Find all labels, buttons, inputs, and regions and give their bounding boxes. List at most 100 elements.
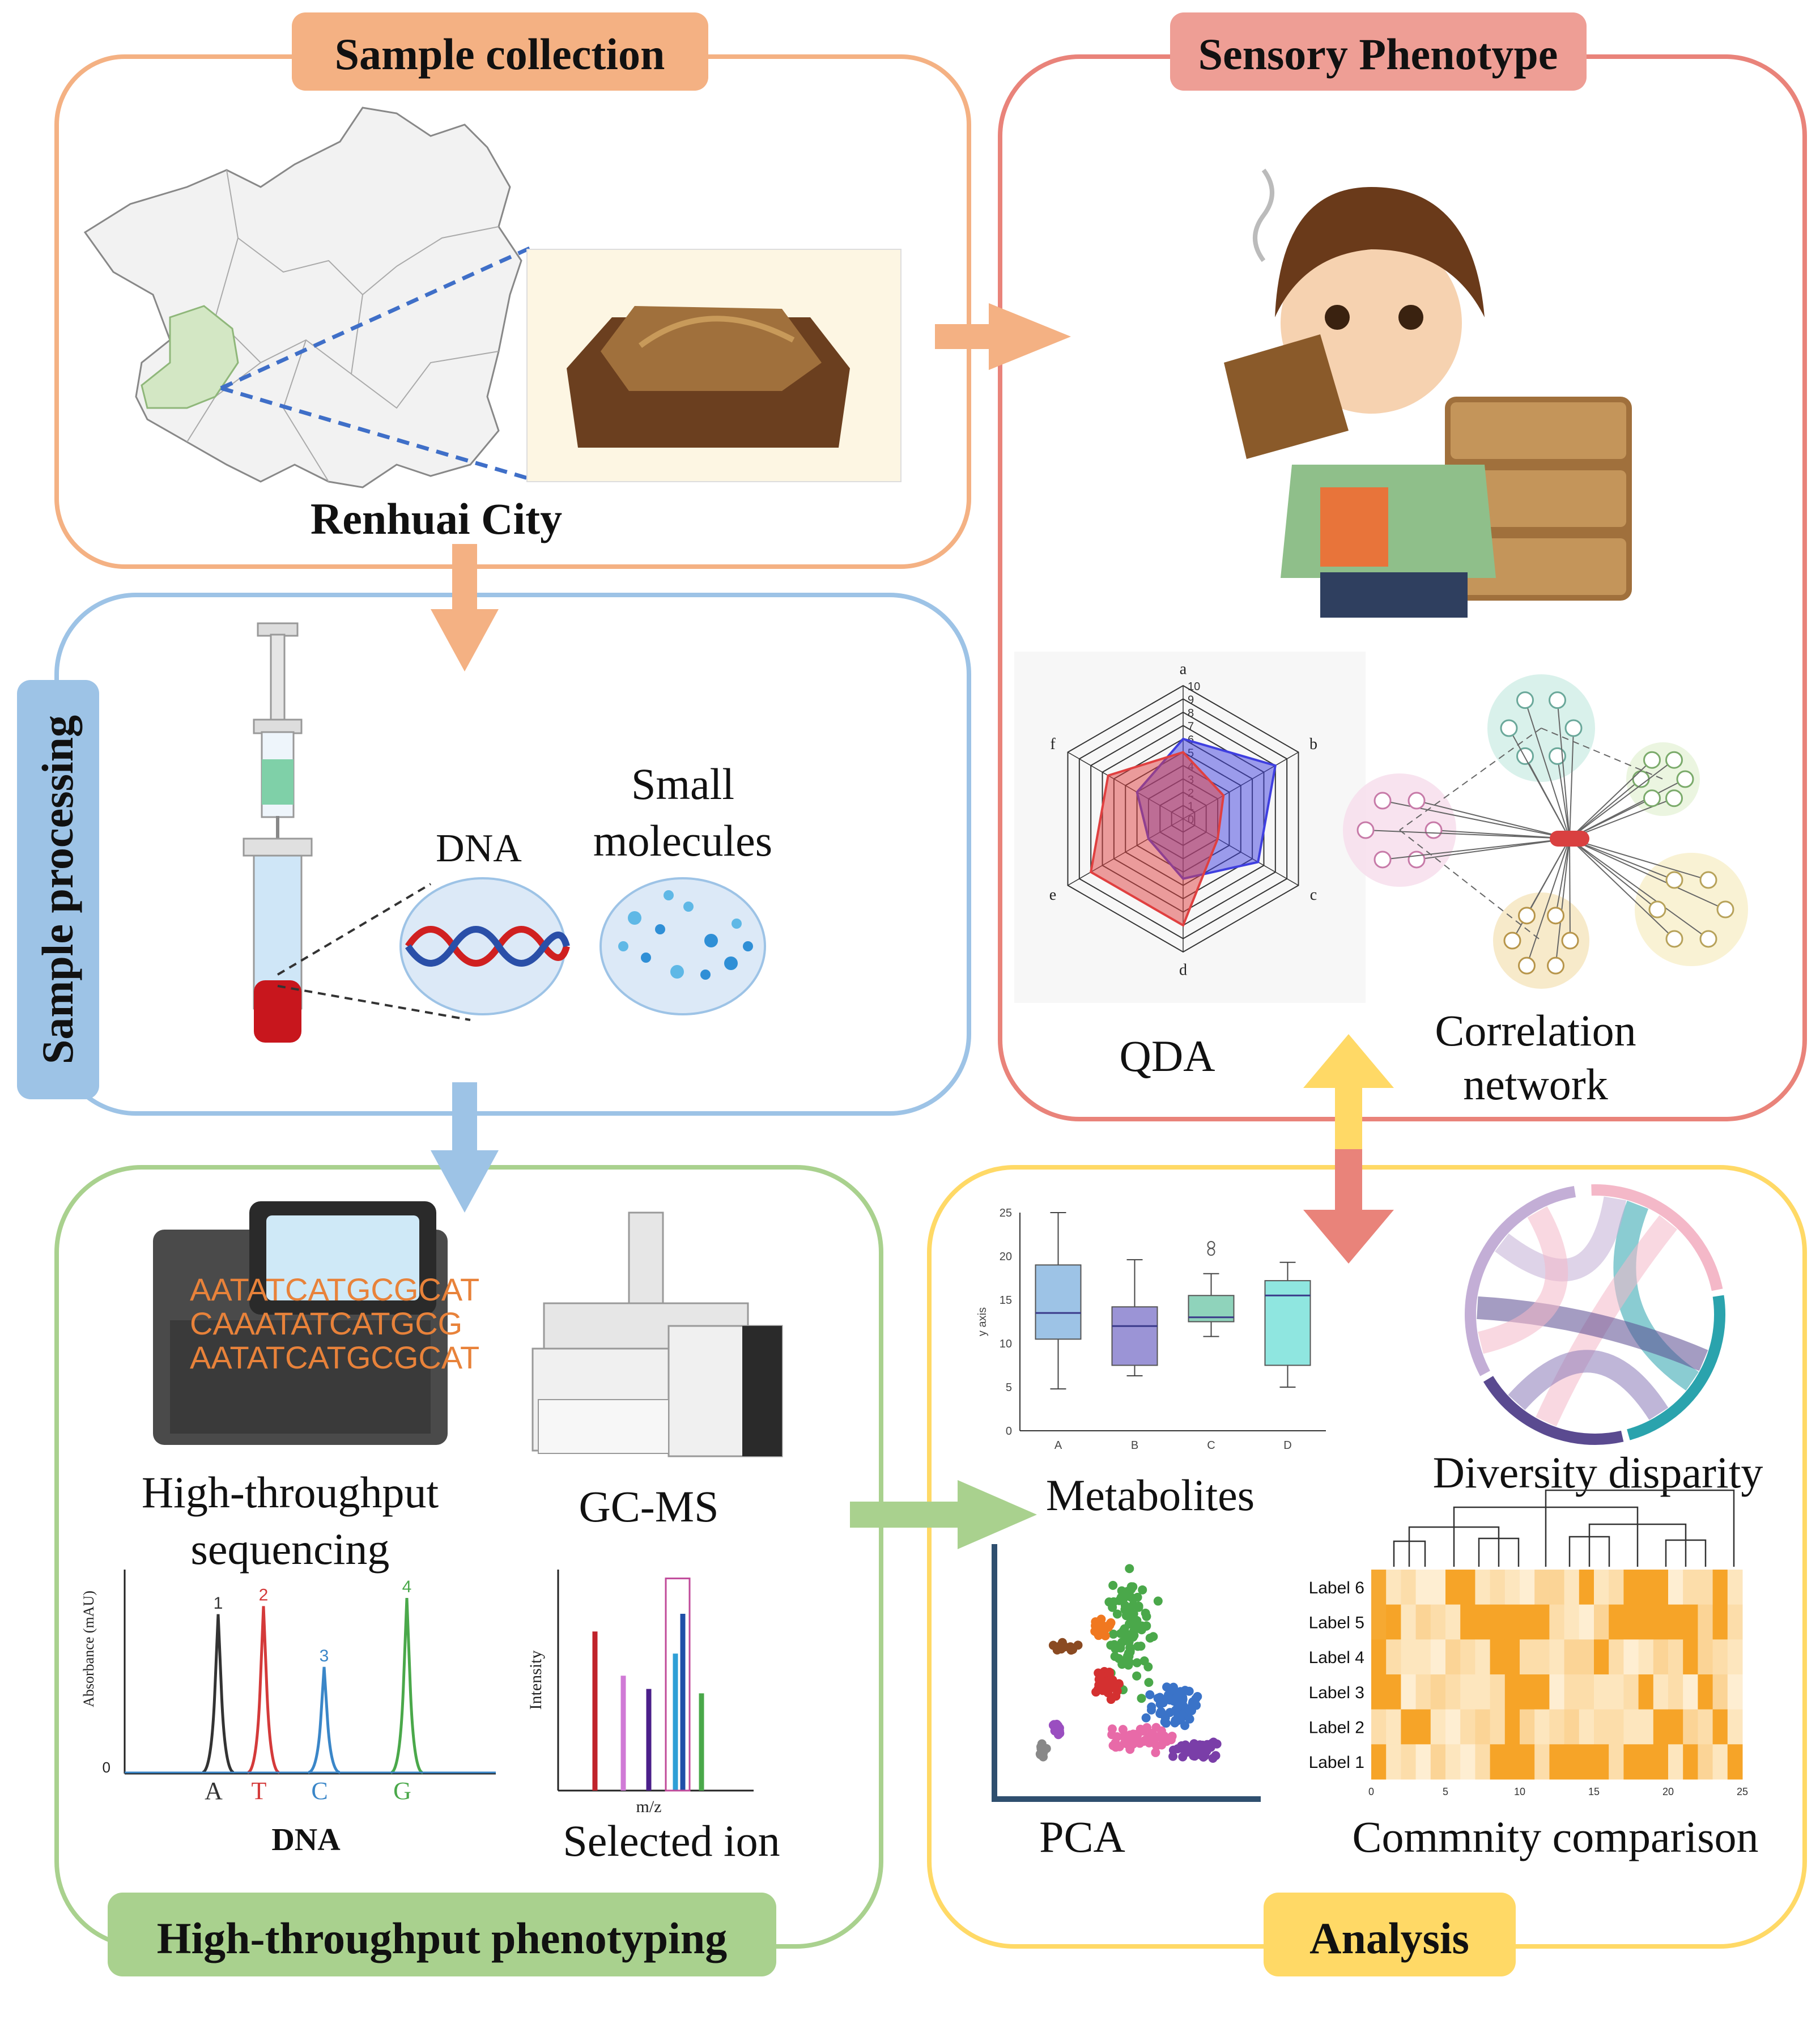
- heatmap-cell: [1430, 1674, 1446, 1710]
- heatmap-cell: [1549, 1604, 1565, 1640]
- gcms-instrument-illustration: [531, 1211, 783, 1457]
- chromatogram-base-label: T: [252, 1777, 267, 1805]
- heatmap-cell: [1727, 1744, 1743, 1780]
- sequencing-label-line1: High-throughput: [142, 1468, 439, 1517]
- heatmap-cell: [1520, 1674, 1535, 1710]
- network-node: [1373, 851, 1392, 869]
- heatmap-cell: [1520, 1744, 1535, 1780]
- chord-ribbon: [1495, 1196, 1627, 1282]
- pca-point: [1125, 1564, 1134, 1574]
- heatmap-cell: [1698, 1639, 1713, 1675]
- heatmap-cell: [1683, 1709, 1698, 1745]
- heatmap-cell: [1698, 1709, 1713, 1745]
- network-edge: [1524, 700, 1570, 839]
- pca-point: [1133, 1592, 1142, 1602]
- chord-ribbon: [1508, 1350, 1669, 1420]
- heatmap-cell: [1712, 1570, 1728, 1605]
- heatmap-cell: [1445, 1709, 1461, 1745]
- heatmap-cell: [1386, 1709, 1401, 1745]
- heatmap-cell: [1564, 1674, 1580, 1710]
- pca-point: [1112, 1732, 1122, 1742]
- guizhou-map: [83, 107, 522, 488]
- heatmap-cell: [1579, 1709, 1594, 1745]
- network-edge: [1569, 838, 1709, 939]
- heatmap-cell: [1668, 1744, 1683, 1780]
- qda-label: QDA: [1120, 1031, 1215, 1081]
- heatmap-cell: [1386, 1570, 1401, 1605]
- heatmap-cell: [1638, 1639, 1654, 1675]
- pca-scatter: [992, 1544, 1261, 1802]
- sensory-title-badge: [1170, 12, 1587, 91]
- heatmap-cell: [1534, 1709, 1550, 1745]
- ion-chart-label: Selected ion: [563, 1816, 780, 1865]
- heatmap-cell: [1638, 1674, 1654, 1710]
- heatmap-dendrogram-branch: [1545, 1489, 1735, 1567]
- radar-axis-label: c: [1310, 886, 1317, 904]
- htp-title: High-throughput phenotyping: [157, 1914, 727, 1963]
- sequence-line-2: CAAATATCATGCG: [190, 1306, 462, 1341]
- heatmap-cell: [1504, 1604, 1520, 1640]
- heatmap-cell: [1490, 1744, 1506, 1780]
- chromatogram-peak-number: 1: [214, 1594, 223, 1613]
- pca-point: [1129, 1600, 1138, 1610]
- radar-axis-label: b: [1309, 735, 1317, 753]
- pca-point: [1132, 1658, 1142, 1668]
- pca-point: [1184, 1686, 1194, 1696]
- heatmap-x-tick: 5: [1443, 1786, 1448, 1797]
- chromatogram-x-label: DNA: [271, 1822, 341, 1857]
- pca-point: [1106, 1640, 1116, 1650]
- pca-point: [1104, 1668, 1114, 1677]
- network-hub-node: [1550, 831, 1589, 847]
- heatmap-cell: [1623, 1604, 1639, 1640]
- pca-point: [1120, 1605, 1130, 1614]
- heatmap-cell: [1504, 1639, 1520, 1675]
- heatmap-cell: [1520, 1604, 1535, 1640]
- network-edge: [1569, 779, 1642, 839]
- heatmap-row-label: Label 2: [1309, 1719, 1364, 1737]
- network-edge: [1569, 838, 1658, 910]
- molecule-dot: [655, 924, 665, 934]
- heatmap-cell: [1594, 1639, 1609, 1675]
- heatmap-cell: [1638, 1709, 1654, 1745]
- heatmap-x-tick: 0: [1368, 1786, 1374, 1797]
- pca-label: PCA: [1039, 1812, 1125, 1861]
- molecule-dot: [700, 970, 711, 980]
- network-edge: [1569, 838, 1675, 881]
- heatmap-cell: [1712, 1674, 1728, 1710]
- network-edge: [1508, 728, 1570, 839]
- pca-point: [1109, 1597, 1119, 1606]
- heatmap-cell: [1475, 1604, 1491, 1640]
- chord-segment-2: [1627, 1295, 1725, 1440]
- boxplot-y-tick: 15: [1000, 1294, 1012, 1307]
- heatmap-cell: [1609, 1604, 1624, 1640]
- molecule-dot: [670, 965, 684, 979]
- heatmap-cell: [1653, 1639, 1669, 1675]
- sample-collection-title-badge: [292, 12, 708, 91]
- heatmap-cell: [1445, 1639, 1461, 1675]
- network-edge: [1569, 838, 1709, 881]
- chromatogram-base-label: C: [311, 1777, 328, 1805]
- heatmap-cell: [1504, 1674, 1520, 1710]
- network-edge: [1555, 838, 1570, 966]
- heatmap-cell: [1549, 1744, 1565, 1780]
- pca-point: [1165, 1708, 1175, 1717]
- network-node: [1547, 907, 1564, 925]
- arrow-analysis-to-sensory: [1303, 1034, 1394, 1149]
- radar-tick-label: 10: [1188, 681, 1200, 693]
- pca-point: [1149, 1734, 1159, 1744]
- ion-y-label: Intensity: [526, 1651, 545, 1710]
- chord-segment-1: [1591, 1184, 1723, 1291]
- heatmap-cell: [1668, 1570, 1683, 1605]
- heatmap-cell: [1549, 1570, 1565, 1605]
- heatmap-cell: [1727, 1639, 1743, 1675]
- network-node: [1547, 956, 1564, 975]
- arrow-htp-to-analysis: [850, 1480, 1037, 1549]
- tube-pointer-1: [277, 883, 432, 976]
- tube-pointer-2: [277, 985, 471, 1021]
- heatmap-cell: [1430, 1744, 1446, 1780]
- heatmap-cell: [1386, 1639, 1401, 1675]
- heatmap-row-label: Label 3: [1309, 1683, 1364, 1702]
- heatmap-cell: [1727, 1674, 1743, 1710]
- heatmap-cell: [1460, 1570, 1475, 1605]
